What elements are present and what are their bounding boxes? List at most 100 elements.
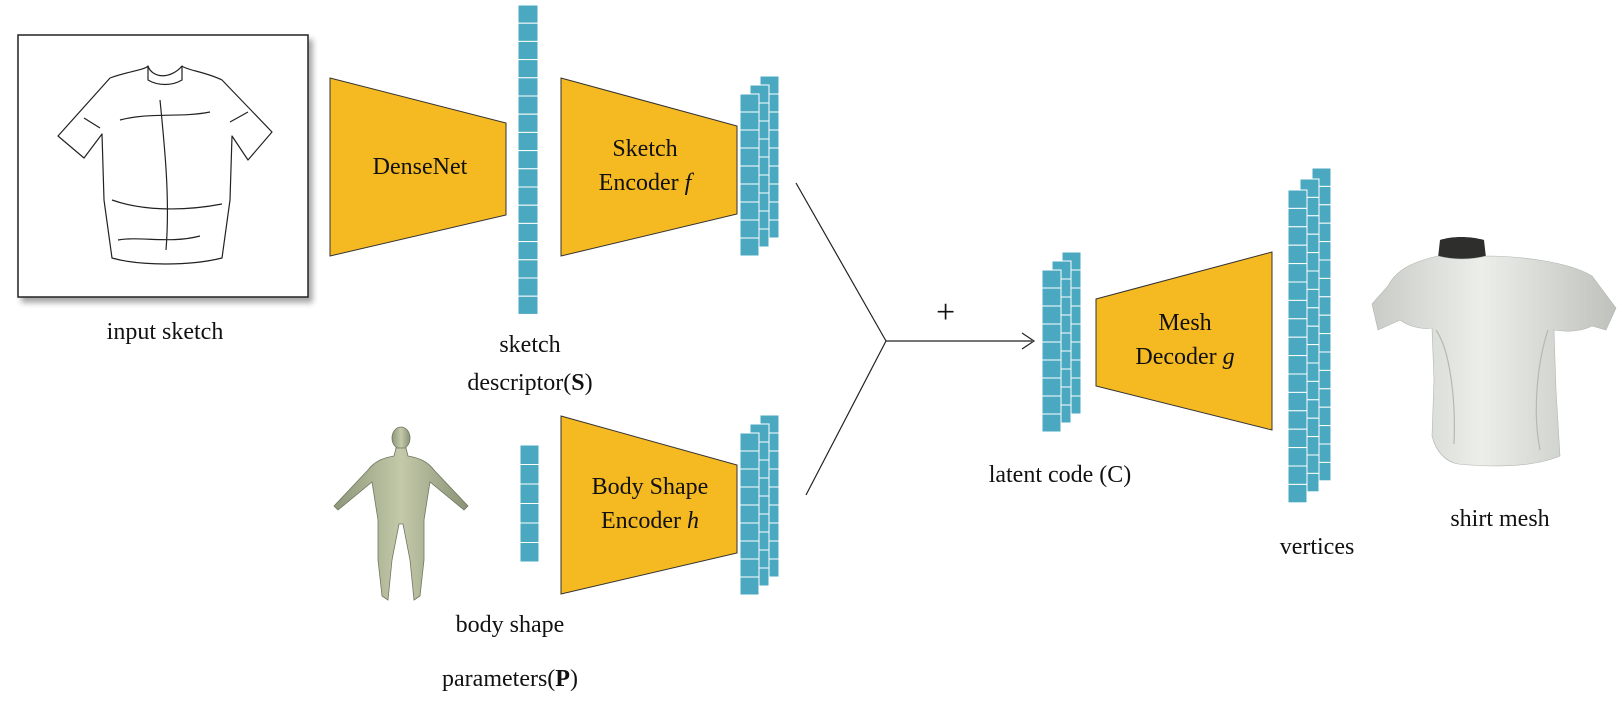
plus-sign: +: [936, 294, 956, 331]
mesh-decoder-block: [1095, 251, 1273, 431]
feature-cell: [1287, 263, 1308, 283]
feature-cell: [739, 237, 760, 257]
feature-cell: [517, 186, 539, 206]
sketch-descriptor-vector: [517, 4, 539, 315]
body-shape-parameter-vector: [519, 444, 540, 563]
merge-connector: [795, 182, 1036, 496]
feature-cell: [1287, 226, 1308, 246]
feature-cell: [1287, 465, 1308, 485]
densenet-block: [329, 77, 507, 257]
feature-cell: [519, 542, 540, 563]
body-shape-close: ): [569, 666, 578, 692]
feature-cell: [739, 183, 760, 203]
feature-cell: [1287, 244, 1308, 265]
feature-cell: [739, 111, 760, 131]
sketch-encoder-var: f: [684, 170, 692, 196]
sketch-descriptor-line1: sketch: [499, 332, 561, 358]
feature-cell: [517, 204, 539, 224]
body-shape-encoder-output: [739, 414, 780, 596]
feature-cell: [739, 432, 760, 452]
feature-cell: [1287, 428, 1308, 449]
feature-cell: [519, 464, 540, 485]
feature-cell: [517, 77, 539, 97]
feature-cell: [1041, 395, 1062, 415]
feature-cell: [739, 504, 760, 524]
feature-cell: [517, 150, 539, 170]
sketch-encoder-output: [739, 75, 780, 257]
feature-cell: [739, 201, 760, 221]
input-sketch-caption: input sketch: [106, 319, 224, 345]
body-shape-word: parameters(: [442, 666, 556, 692]
feature-cell: [519, 483, 540, 504]
mesh-decoder-word: Decoder: [1135, 344, 1223, 370]
feature-cell: [739, 486, 760, 506]
feature-cell: [1041, 287, 1062, 307]
feature-cell: [1287, 483, 1308, 504]
body-encoder-label: Body Shape Encoder h: [570, 470, 730, 538]
feature-cell: [517, 113, 539, 133]
feature-cell: [1287, 336, 1308, 357]
feature-cell: [517, 259, 539, 279]
body-encoder-var: h: [686, 508, 699, 534]
feature-cell: [739, 165, 760, 185]
feature-cell: [1287, 318, 1308, 338]
feature-cell: [739, 468, 760, 488]
feature-cell: [739, 93, 760, 113]
input-sketch-image: [17, 34, 309, 298]
pipeline-diagram: [17, 4, 1617, 601]
feature-cell: [1041, 359, 1062, 379]
body-shape-caption: body shape parameters(P): [420, 598, 600, 706]
feature-cell: [517, 131, 539, 152]
mesh-decoder-label-line1: Mesh: [1158, 310, 1212, 336]
body-figure-image: [333, 426, 469, 601]
feature-cell: [517, 241, 539, 261]
feature-cell: [739, 450, 760, 470]
sketch-descriptor-caption: sketch descriptor(S): [440, 326, 620, 402]
feature-cell: [517, 4, 539, 24]
body-shape-symbol: P: [555, 666, 570, 692]
latent-code-caption: latent code (C): [988, 462, 1132, 488]
shirt-mesh-image: [1371, 237, 1617, 467]
sketch-descriptor-symbol: S: [571, 370, 585, 396]
mesh-decoder-label-line2: Decoder g: [1110, 340, 1260, 374]
feature-cell: [1287, 391, 1308, 412]
feature-cell: [517, 22, 539, 42]
feature-cell: [1041, 305, 1062, 325]
feature-cell: [1041, 377, 1062, 397]
feature-cell: [1287, 373, 1308, 393]
feature-cell: [739, 522, 760, 542]
feature-cell: [739, 129, 760, 149]
feature-cell: [1041, 323, 1062, 343]
feature-cell: [1287, 281, 1308, 301]
feature-cell: [1041, 341, 1062, 361]
feature-cell: [517, 168, 539, 188]
feature-cell: [739, 147, 760, 167]
sketch-encoder-block: [560, 77, 738, 257]
feature-cell: [739, 219, 760, 239]
shirt-mesh-caption: shirt mesh: [1450, 506, 1550, 532]
mesh-decoder-label: Mesh Decoder g: [1110, 306, 1260, 374]
vertices-output: [1287, 167, 1332, 504]
feature-cell: [1287, 355, 1308, 375]
body-shape-line1: body shape: [455, 612, 565, 638]
body-shape-encoder-block: [560, 415, 738, 595]
feature-cell: [517, 40, 539, 61]
body-encoder-label-line1: Body Shape: [591, 474, 709, 500]
feature-cell: [739, 558, 760, 578]
feature-cell: [519, 444, 540, 465]
feature-cell: [519, 503, 540, 524]
feature-cell: [1041, 269, 1062, 289]
body-shape-line2: parameters(P): [420, 652, 600, 706]
feature-cell: [517, 277, 539, 297]
feature-cell: [517, 59, 539, 79]
feature-cell: [519, 522, 540, 543]
vertices-caption: vertices: [1279, 534, 1355, 560]
feature-cell: [1287, 189, 1308, 209]
sketch-descriptor-word: descriptor(: [467, 370, 572, 396]
feature-cell: [1287, 299, 1308, 320]
mesh-decoder-var: g: [1222, 344, 1235, 370]
feature-cell: [517, 295, 539, 315]
sketch-encoder-label-line2: Encoder f: [575, 166, 715, 200]
feature-cell: [739, 540, 760, 560]
body-encoder-word: Encoder: [601, 508, 687, 534]
